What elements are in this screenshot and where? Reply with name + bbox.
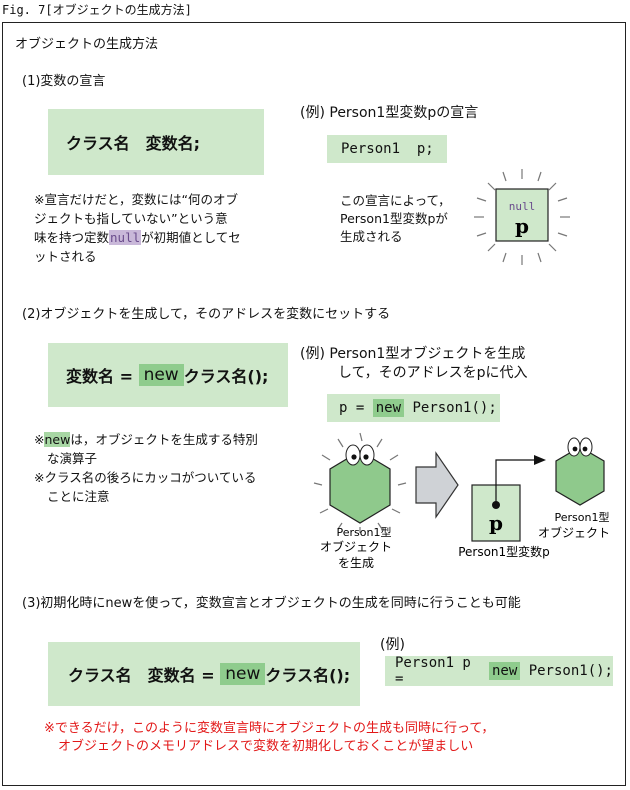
new-keyword: new	[372, 399, 405, 417]
radiating-lines	[474, 169, 570, 265]
null-constant: null	[109, 230, 142, 245]
variable-p-label: p	[515, 214, 529, 238]
object-hexagon	[329, 450, 391, 524]
desc-line: 生成される	[340, 229, 403, 244]
syntax-text: クラス名();	[265, 666, 351, 685]
section-1-title: (1)変数の宣言	[22, 74, 106, 89]
creation-notes: ※newは，オブジェクトを生成する特別 な演算子 ※クラス名の後ろにカッコがつい…	[34, 430, 299, 506]
figure-frame	[2, 22, 626, 786]
note-line: ※クラス名の後ろにカッコがついている	[34, 470, 257, 485]
note-line: ※宣言だけだと，変数には“何のオブ	[34, 192, 238, 207]
object-caption: オブジェクト	[538, 525, 610, 540]
recommendation-note: ※できるだけ，このように変数宣言時にオブジェクトの生成も同時に行って， オブジェ…	[44, 720, 494, 756]
new-keyword: new	[220, 663, 266, 685]
code-text: Person1();	[528, 663, 613, 679]
example-label-1: (例) Person1型変数pの宣言	[300, 105, 479, 121]
pointer-line	[495, 459, 536, 505]
syntax-text: クラス名 変数名 =	[68, 666, 215, 685]
pointer-arrowhead	[534, 455, 546, 465]
syntax-text: 変数名 =	[66, 367, 133, 386]
variable-p-label: p	[489, 511, 503, 535]
variable-caption: Person1型変数p	[458, 544, 550, 559]
object-caption: オブジェクト	[320, 539, 392, 554]
new-keyword: new	[44, 432, 71, 447]
declaration-description: この宣言によって， Person1型変数pが 生成される	[340, 192, 451, 246]
section-3-title: (3)初期化時にnewを使って，変数宣言とオブジェクトの生成を同時に行うことも可…	[22, 596, 521, 611]
note-line: 味を持つ定数nullが初期値としてセ	[34, 230, 241, 245]
transition-arrow	[415, 451, 459, 519]
syntax-text: クラス名();	[183, 367, 269, 386]
example-code-1: Person1 p;	[341, 141, 434, 157]
example-label-2: (例) Person1型オブジェクトを生成 して，そのアドレスをpに代入	[300, 345, 528, 383]
new-keyword: new	[488, 662, 521, 680]
code-text: Person1();	[412, 400, 497, 416]
example-code-box-3: Person1 p = new Person1();	[385, 655, 613, 687]
warning-line: オブジェクトのメモリアドレスで変数を初期化しておくことが望ましい	[58, 739, 474, 754]
note-line: ことに注意	[47, 489, 110, 504]
figure-caption: Fig. 7[オブジェクトの生成方法]	[2, 3, 192, 17]
declaration-note: ※宣言だけだと，変数には“何のオブ ジェクトも指していない”という意 味を持つ定…	[34, 190, 284, 266]
example-code-box-1: Person1 p;	[327, 135, 447, 163]
object-caption: Person1型	[337, 525, 392, 539]
note-line: ※newは，オブジェクトを生成する特別	[34, 432, 258, 447]
example-label-line: (例) Person1型オブジェクトを生成	[300, 346, 526, 362]
null-label: null	[509, 200, 536, 213]
null-variable-figure: null p	[474, 169, 570, 265]
object-caption: を生成	[338, 556, 374, 570]
note-line: な演算子	[47, 451, 98, 466]
code-text: Person1 p =	[395, 655, 471, 687]
desc-line: Person1型変数pが	[340, 211, 448, 226]
radiating-lines	[313, 432, 407, 533]
code-text: p =	[339, 400, 365, 416]
variable-box	[495, 188, 549, 242]
note-line: ジェクトも指していない”という意	[34, 211, 228, 226]
example-label-line: して，そのアドレスをpに代入	[338, 365, 528, 381]
example-label-3: (例)	[380, 637, 405, 653]
new-keyword: new	[138, 364, 184, 386]
object-creation-diagram: Person1型 オブジェクト を生成 p Person1型変数p Person…	[313, 432, 610, 570]
syntax-box-declaration: クラス名 変数名;	[48, 109, 264, 175]
syntax-declaration-text: クラス名 変数名;	[66, 134, 201, 153]
warning-line: ※できるだけ，このように変数宣言時にオブジェクトの生成も同時に行って，	[44, 721, 495, 736]
desc-line: この宣言によって，	[340, 193, 451, 208]
section-2-title: (2)オブジェクトを生成して，そのアドレスを変数にセットする	[22, 307, 391, 322]
object-caption: Person1型	[555, 510, 610, 524]
note-line: ットされる	[34, 249, 97, 264]
page-title: オブジェクトの生成方法	[15, 37, 159, 52]
example-code-box-2: p = new Person1();	[327, 394, 500, 422]
object-hexagon	[555, 446, 605, 506]
